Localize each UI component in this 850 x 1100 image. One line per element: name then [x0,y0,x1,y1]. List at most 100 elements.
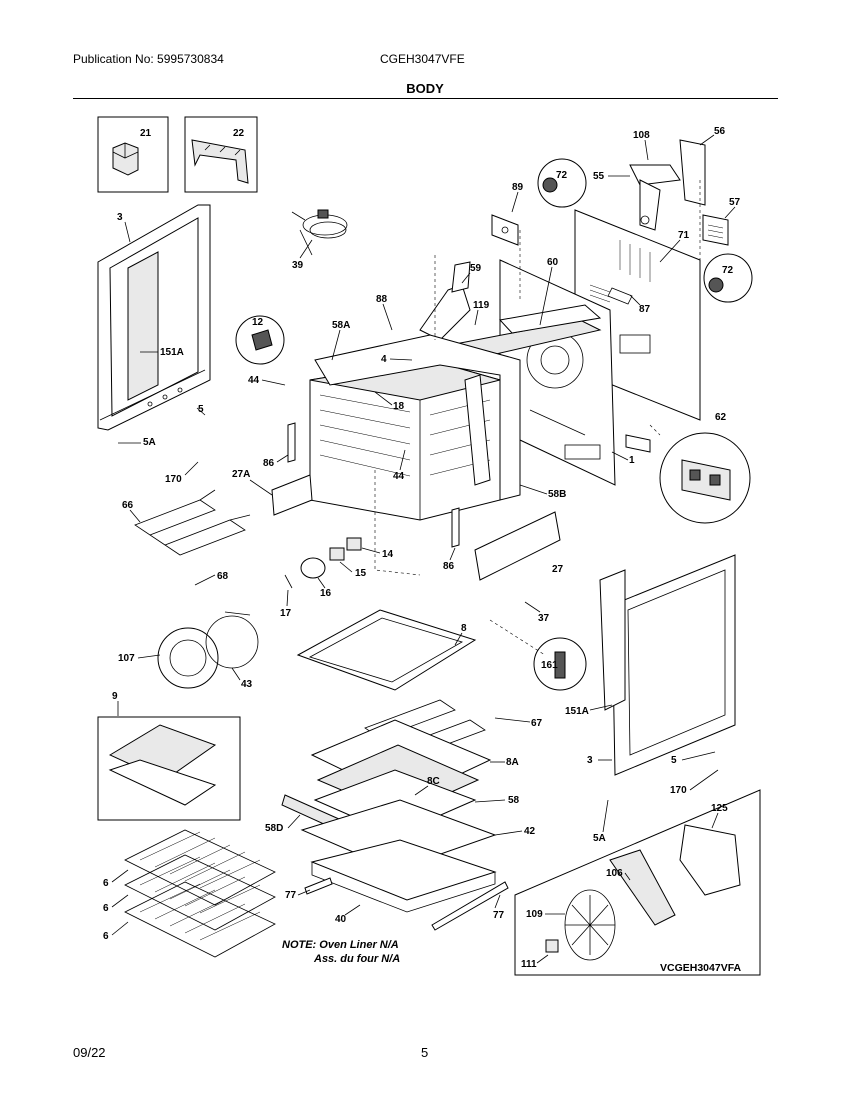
model-number: CGEH3047VFE [380,52,465,66]
callout: 87 [639,304,651,315]
callout: 21 [140,128,152,139]
part-21-box [97,116,169,193]
callout: 88 [376,294,388,305]
rail-27 [474,511,561,581]
vent-duct [419,261,471,341]
callout: 111 [521,959,537,970]
callout: 58A [332,320,350,331]
part-9-box [97,716,241,821]
callout: 60 [547,257,559,268]
callout: 17 [280,608,292,619]
callout: 58B [548,489,566,500]
callout: 161 [541,660,558,671]
oven-light [284,537,362,589]
callout: 15 [355,568,367,579]
callout: 27 [552,564,564,575]
callout: 42 [524,826,536,837]
bracket-86-left [287,422,296,463]
callout: 58D [265,823,283,834]
callout: 6 [103,931,109,942]
callout: 3 [587,755,593,766]
drawing-code: VCGEH3047VFA [660,962,742,974]
slide-77-right [431,881,509,931]
left-door-assembly [97,204,211,431]
callout: 86 [263,458,275,469]
section-title: BODY [406,81,444,96]
callout: 37 [538,613,550,624]
guide-lines [374,180,701,656]
callout: 5A [593,833,606,844]
callout: 66 [122,500,134,511]
callout: 57 [729,197,741,208]
right-door-assembly [599,554,736,776]
callout: 43 [241,679,253,690]
rail-27A [271,474,313,516]
callout: 72 [556,170,568,181]
callout: 9 [112,691,118,702]
callout: 5 [671,755,677,766]
callout: 58 [508,795,520,806]
header-rule [73,98,778,99]
callout: 170 [670,785,687,796]
note-line-1: NOTE: Oven Liner N/A [282,939,399,951]
callout: 5A [143,437,156,448]
broil-pan [296,609,477,691]
switch-assembly [629,139,706,231]
convection-fan-box [514,789,761,976]
callout: 40 [335,914,347,925]
callout: 125 [711,803,728,814]
part-12-circle [235,315,285,365]
drawer-40 [310,839,497,913]
callout: 18 [393,401,405,412]
convection-element [157,611,259,689]
callout: 77 [493,910,505,921]
thermostat-72-top [537,158,587,208]
cover-57 [702,214,729,246]
callout: 6 [103,878,109,889]
power-cord [291,209,348,256]
callout: 8 [461,623,467,634]
callout: 44 [393,471,405,482]
callout: 68 [217,571,229,582]
note-line-2: Ass. du four N/A [313,953,400,965]
callout: 22 [233,128,245,139]
callout: 67 [531,718,543,729]
callout: 56 [714,126,726,137]
callout: 109 [526,909,543,920]
callout: 6 [103,903,109,914]
callout: 86 [443,561,455,572]
callout: 39 [292,260,304,271]
callout-labels: 21 22 3 39 108 56 55 72 89 57 71 72 59 6… [103,126,741,970]
callout: 12 [252,317,264,328]
callout: 62 [715,412,727,423]
callout: 14 [382,549,394,560]
callout: 89 [512,182,524,193]
callout: 55 [593,171,605,182]
oven-rack-3 [124,881,276,958]
callout: 16 [320,588,332,599]
callout: 8A [506,757,519,768]
part-22-box [184,116,258,193]
callout: 27A [232,469,250,480]
part-62-circle [625,432,751,524]
top-panel [448,304,602,361]
callout: 3 [117,212,123,223]
callout: 77 [285,890,297,901]
callout: 108 [633,130,650,141]
callout: 1 [629,455,635,466]
callout: 44 [248,375,260,386]
callout: 71 [678,230,690,241]
callout: 59 [470,263,482,274]
publication-number: Publication No: 5995730834 [73,52,224,66]
slide-77-left [304,877,333,895]
callout: 151A [565,706,589,717]
callout: 170 [165,474,182,485]
insulation-blanket [314,334,521,501]
callout: 107 [118,653,135,664]
thermostat-72-right [703,253,753,303]
callout: 5 [198,404,204,415]
footer-date: 09/22 [73,1045,106,1060]
callout: 151A [160,347,184,358]
bracket-89 [491,214,519,246]
